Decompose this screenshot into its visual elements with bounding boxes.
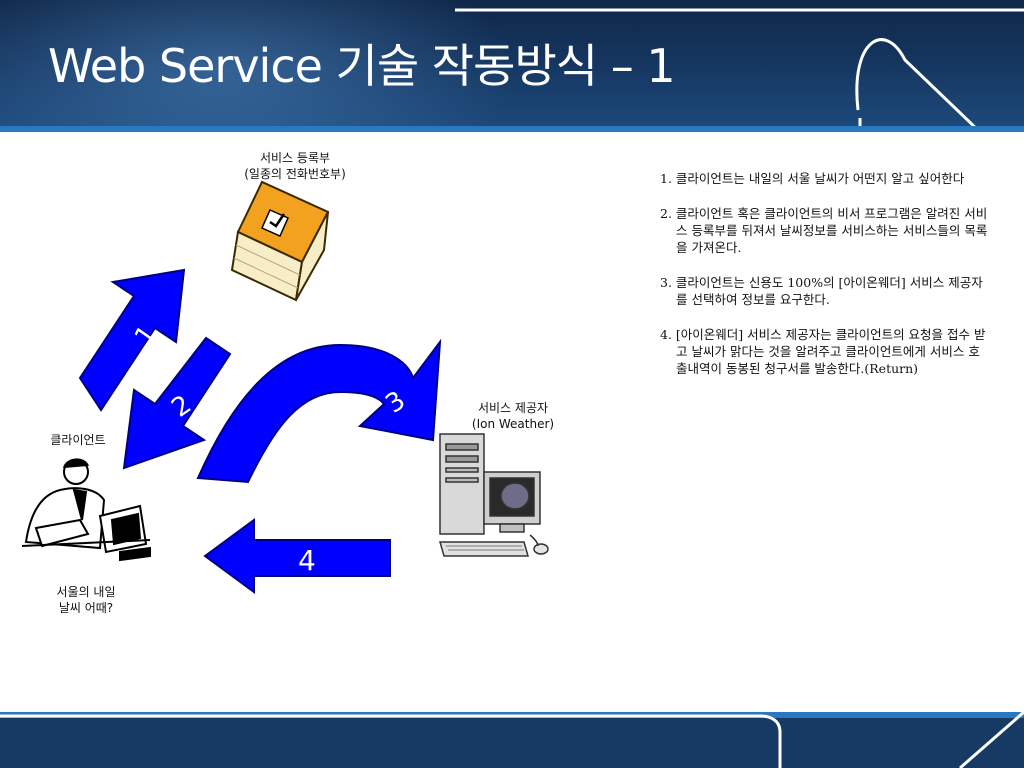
arrow-4	[203, 518, 391, 594]
footer-swoosh-icon	[0, 712, 1024, 768]
client-label: 클라이언트	[50, 433, 106, 447]
header-stripe	[0, 126, 1024, 132]
header-band	[0, 0, 1024, 132]
registry-label: 서비스 등록부 (일종의 전화번호부)	[230, 150, 360, 182]
arrow-label-4: 4	[298, 544, 316, 577]
step-4: 4. [아이온웨더] 서비스 제공자는 클라이언트의 요청을 접수 받고 날씨가…	[660, 327, 986, 376]
steps-list: 1. 클라이언트는 내일의 서울 날씨가 어떤지 알고 싶어한다 2. 클라이언…	[660, 170, 990, 395]
book-icon	[230, 180, 330, 302]
provider-label-line1: 서비스 제공자	[477, 401, 549, 415]
registry-label-line2: (일종의 전화번호부)	[244, 167, 346, 181]
provider-label-line2: (Ion Weather)	[471, 417, 555, 431]
step-1: 1. 클라이언트는 내일의 서울 날씨가 어떤지 알고 싶어한다	[660, 171, 965, 186]
arrow-2	[122, 336, 232, 470]
arrow-3	[196, 338, 442, 484]
question-label-line2: 날씨 어때?	[58, 601, 114, 615]
header-glow	[0, 0, 520, 132]
slide-title: Web Service 기술 작동방식 – 1	[48, 39, 676, 93]
provider-label: 서비스 제공자 (Ion Weather)	[458, 400, 568, 432]
step-2: 2. 클라이언트 혹은 클라이언트의 비서 프로그램은 알려진 서비스 등록부를…	[660, 206, 988, 255]
question-label-line1: 서울의 내일	[56, 585, 116, 599]
step-3: 3. 클라이언트는 신용도 100%의 [아이온웨더] 서비스 제공자를 선택하…	[660, 275, 983, 307]
arrow-1	[78, 268, 186, 412]
server-computer-icon	[439, 433, 549, 557]
footer-band	[0, 712, 1024, 768]
registry-label-line1: 서비스 등록부	[259, 151, 331, 165]
client-person-icon	[21, 458, 151, 562]
question-label: 서울의 내일 날씨 어때?	[36, 584, 136, 616]
